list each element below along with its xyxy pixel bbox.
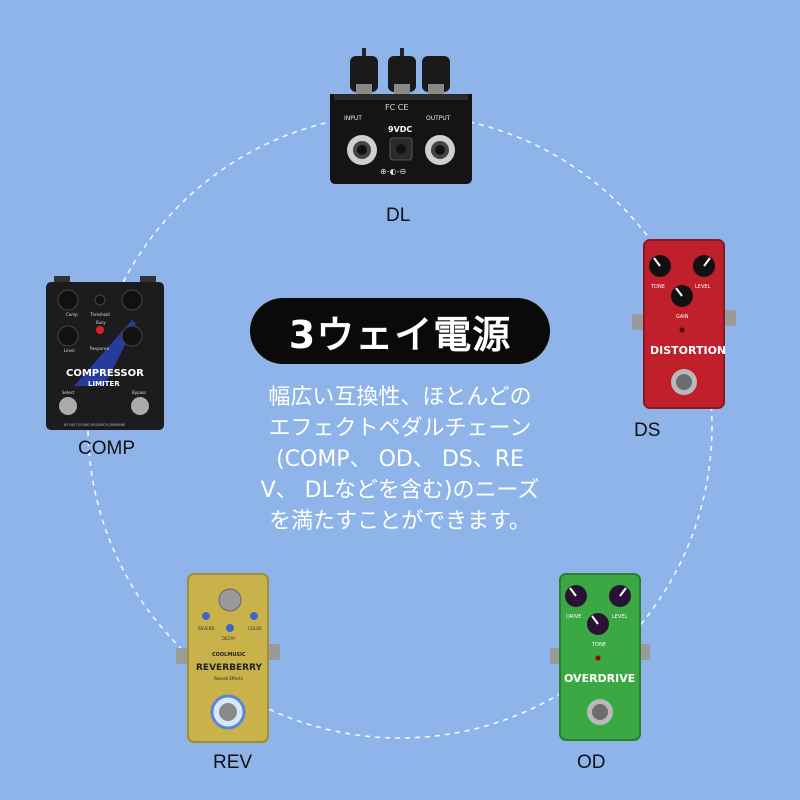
level-knob-label: LEVEL (695, 284, 711, 290)
select-label: Select (62, 390, 75, 395)
output-label: OUTPUT (426, 115, 451, 122)
maker-label: BY EAST SOUND RESEARCH DENMARK (64, 423, 126, 427)
decay-knob-label: DECAY (222, 636, 236, 641)
input-label: INPUT (344, 115, 362, 122)
response-knob-label: Response (90, 346, 110, 351)
pedal-name: OVERDRIVE (564, 672, 635, 685)
rev-label: REV (213, 752, 253, 773)
page-title: 3ウェイ電源 (288, 312, 512, 357)
comp-pedal: Comp Threshold Busy Response Level COMPR… (46, 276, 164, 430)
comp-label: COMP (78, 438, 135, 459)
ds-pedal: TONE LEVEL GAIN DISTORTION (632, 239, 736, 409)
level-knob-label: Level (64, 348, 75, 353)
tone-knob-label: TONE (591, 642, 606, 648)
pedal-subname: LIMITER (88, 380, 120, 388)
select-switch (59, 397, 77, 415)
tone-knob-label: TONE (650, 284, 665, 290)
brand-label: COOLMUSIC (212, 652, 246, 658)
comp-knob-label: Comp (66, 312, 78, 317)
threshold-knob-label: Threshold (89, 312, 110, 317)
color-knob-label: COLOR (248, 626, 262, 631)
rev-pedal: REVERB COLOR DECAY COOLMUSIC REVERBERRY … (176, 573, 280, 743)
drive-knob-label: DRIVE (566, 614, 581, 620)
od-label: OD (577, 752, 606, 773)
description-text: 幅広い互換性、ほとんどのエフェクトペダルチェーン(COMP、 OD、 DS、RE… (260, 385, 540, 534)
od-pedal: DRIVE LEVEL TONE OVERDRIVE (550, 573, 650, 741)
subtitle-label: Reverb Effects (214, 676, 243, 681)
pedal-name: REVERBERRY (196, 663, 262, 673)
gain-knob-label: GAIN (676, 314, 689, 320)
polarity-label: ⊕-◐-⊖ (380, 167, 406, 176)
pedal-name: COMPRESSOR (66, 368, 144, 379)
bypass-label: Bypass (132, 390, 146, 395)
pedal-name: DISTORTION (650, 344, 726, 357)
cert-mark: FC CE (385, 103, 408, 112)
busy-label: Busy (96, 320, 106, 325)
ds-label: DS (634, 420, 661, 441)
dl-label: DL (386, 205, 411, 226)
power-label: 9VDC (388, 125, 412, 134)
reverb-knob-label: REVERB (198, 626, 214, 631)
bypass-switch (131, 397, 149, 415)
title-badge: 3ウェイ電源 (250, 298, 550, 364)
level-knob-label: LEVEL (612, 614, 628, 620)
dl-pedal: FC CE INPUT OUTPUT 9VDC ⊕-◐-⊖ (330, 48, 472, 184)
